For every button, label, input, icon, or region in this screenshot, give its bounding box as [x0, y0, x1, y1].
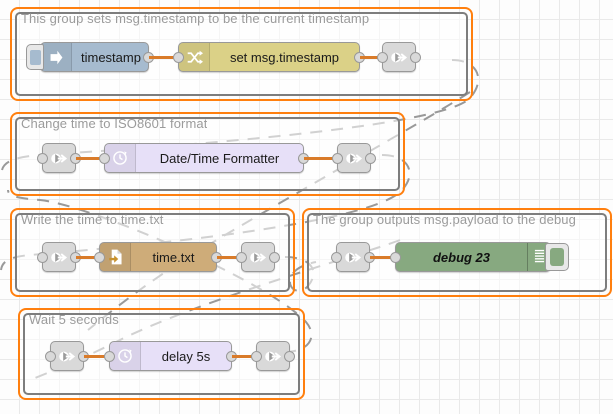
- link-out-icon: [241, 243, 275, 271]
- input-port[interactable]: [37, 252, 48, 263]
- input-port[interactable]: [45, 351, 56, 362]
- link-out-icon: [256, 342, 290, 370]
- input-port[interactable]: [331, 252, 342, 263]
- wire-linkin-to-delay: [84, 355, 111, 358]
- node-file-write[interactable]: time.txt: [94, 242, 222, 272]
- wire-linkin-to-file: [76, 256, 101, 259]
- debug-toggle-button[interactable]: [545, 243, 569, 271]
- node-date-time-formatter[interactable]: Date/Time Formatter: [99, 143, 309, 173]
- node-link-out-3[interactable]: [236, 242, 280, 272]
- output-port[interactable]: [269, 252, 280, 263]
- input-port[interactable]: [332, 153, 343, 164]
- node-link-out-2[interactable]: [332, 143, 376, 173]
- wire-inject-to-change: [149, 56, 180, 59]
- output-port[interactable]: [365, 153, 376, 164]
- link-out-icon: [382, 43, 416, 71]
- node-link-in-4[interactable]: [331, 242, 375, 272]
- output-port[interactable]: [410, 52, 421, 63]
- node-label: time.txt: [152, 249, 195, 265]
- group-label: The group outputs msg.payload to the deb…: [313, 212, 576, 227]
- node-link-out-1[interactable]: [377, 42, 421, 72]
- group-label: Change time to ISO8601 format: [21, 116, 208, 131]
- node-label: debug 23: [432, 249, 491, 265]
- wire-delay-to-linkout: [232, 355, 258, 358]
- node-link-in-2[interactable]: [37, 143, 81, 173]
- link-in-icon: [42, 144, 76, 172]
- input-port[interactable]: [173, 52, 184, 63]
- wire-file-to-linkout: [217, 256, 243, 259]
- group-debug[interactable]: The group outputs msg.payload to the deb…: [302, 208, 612, 297]
- node-inject-timestamp[interactable]: timestamp: [26, 42, 154, 72]
- node-debug[interactable]: debug 23: [390, 242, 569, 272]
- wire-change-to-linkout: [360, 56, 384, 59]
- change-shuffle-icon: [179, 43, 210, 71]
- node-change-set-timestamp[interactable]: set msg.timestamp: [173, 42, 365, 72]
- wire-datetime-to-linkout: [304, 157, 339, 160]
- output-port[interactable]: [284, 351, 295, 362]
- input-port[interactable]: [99, 153, 110, 164]
- group-delay[interactable]: Wait 5 seconds delay: [18, 308, 305, 400]
- link-in-icon: [42, 243, 76, 271]
- input-port[interactable]: [37, 153, 48, 164]
- input-port[interactable]: [104, 351, 115, 362]
- node-link-in-3[interactable]: [37, 242, 81, 272]
- group-timestamp[interactable]: This group sets msg.timestamp to be the …: [10, 7, 473, 101]
- input-port[interactable]: [390, 252, 401, 263]
- input-port[interactable]: [94, 252, 105, 263]
- link-in-icon: [336, 243, 370, 271]
- inject-trigger-button[interactable]: [26, 44, 44, 70]
- input-port[interactable]: [377, 52, 388, 63]
- clock-icon: [105, 144, 136, 172]
- debug-toggle-swatch: [550, 248, 564, 266]
- clock-icon: [110, 342, 141, 370]
- node-link-in-5[interactable]: [45, 341, 89, 371]
- wire-linkin-to-datetime: [76, 157, 106, 160]
- file-write-icon: [100, 243, 131, 271]
- input-port[interactable]: [236, 252, 247, 263]
- node-label: delay 5s: [161, 348, 211, 364]
- inject-arrow-icon: [41, 43, 72, 71]
- wire-linkin-to-debug: [370, 256, 397, 259]
- link-in-icon: [50, 342, 84, 370]
- group-label: This group sets msg.timestamp to be the …: [21, 11, 370, 26]
- node-label: timestamp: [81, 49, 141, 65]
- node-link-out-5[interactable]: [251, 341, 295, 371]
- group-label: Wait 5 seconds: [29, 312, 119, 327]
- group-file[interactable]: Write the time to time.txt: [10, 208, 295, 297]
- group-iso8601[interactable]: Change time to ISO8601 format: [10, 112, 405, 196]
- inject-button-swatch: [29, 49, 41, 65]
- group-label: Write the time to time.txt: [21, 212, 164, 227]
- node-label: set msg.timestamp: [229, 49, 340, 65]
- debug-lines-icon: [527, 243, 550, 271]
- input-port[interactable]: [251, 351, 262, 362]
- link-out-icon: [337, 144, 371, 172]
- node-delay[interactable]: delay 5s: [104, 341, 237, 371]
- node-label: Date/Time Formatter: [159, 150, 280, 166]
